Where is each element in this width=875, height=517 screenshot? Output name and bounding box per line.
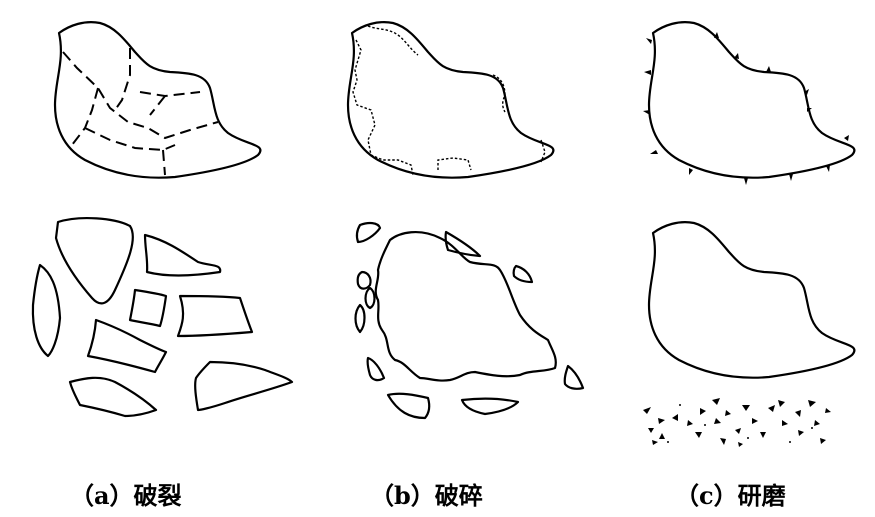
- fine-particles: [643, 398, 831, 447]
- crushing-fragments: [354, 221, 585, 420]
- grinding-result: [643, 221, 856, 447]
- fracture-fragments: [31, 217, 294, 418]
- particle-grinding-before: [643, 21, 856, 185]
- particle-fracture-before: [53, 21, 262, 179]
- panel-label-b: （b）破碎: [370, 481, 483, 510]
- panel-label-a: （a）破裂: [70, 481, 182, 510]
- particle-crushing-before: [346, 21, 555, 179]
- panel-label-c: （c）研磨: [675, 481, 786, 510]
